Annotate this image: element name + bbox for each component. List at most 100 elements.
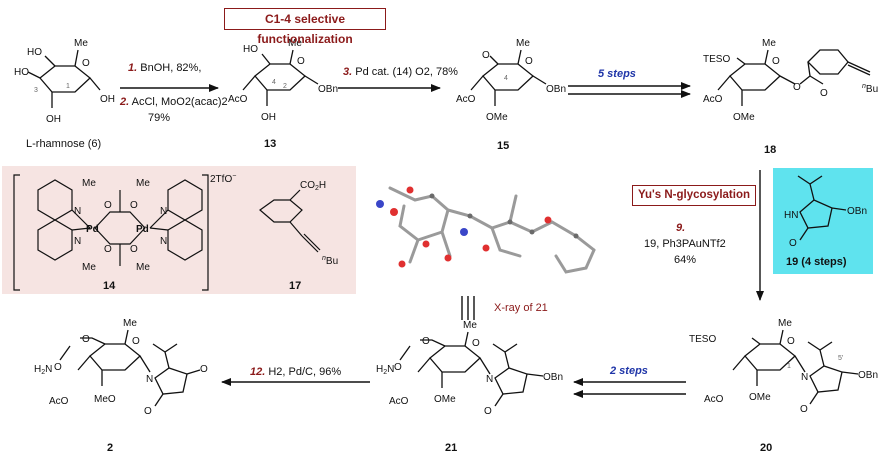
svg-text:MeO: MeO <box>94 394 116 405</box>
svg-text:Me: Me <box>136 178 150 189</box>
structure-18 <box>717 49 871 106</box>
structure-13 <box>242 49 319 106</box>
svg-text:N: N <box>486 374 493 385</box>
svg-text:N: N <box>74 236 81 247</box>
compound-2-label: 2 <box>107 442 114 454</box>
structure-19 <box>797 175 847 241</box>
svg-text:Me: Me <box>74 38 88 49</box>
step-1-text: BnOH, 82%, <box>140 62 202 74</box>
svg-text:Me: Me <box>778 318 792 329</box>
svg-text:nBu: nBu <box>862 83 878 95</box>
svg-text:O: O <box>472 338 480 349</box>
svg-text:O: O <box>422 336 430 347</box>
svg-text:OH: OH <box>46 114 61 125</box>
scheme-title: C1-4 selective functionalization <box>224 8 386 46</box>
step-3-text: Pd cat. (14) O2, 78% <box>355 66 458 78</box>
structure-15 <box>470 49 547 106</box>
svg-text:OMe: OMe <box>733 112 755 123</box>
step-2-conditions: 2. AcCl, MoO2(acac)2 <box>120 96 228 108</box>
svg-text:Me: Me <box>762 38 776 49</box>
svg-text:HO: HO <box>243 44 258 55</box>
xray-label: X-ray of 21 <box>494 302 548 314</box>
svg-text:N: N <box>74 206 81 217</box>
svg-text:nBu: nBu <box>322 255 338 267</box>
svg-text:HO: HO <box>27 47 42 58</box>
svg-text:O: O <box>525 56 533 67</box>
compound-20-label: 20 <box>760 442 773 454</box>
step-12-text: H2, Pd/C, 96% <box>268 366 342 378</box>
svg-text:OH: OH <box>261 112 276 123</box>
svg-text:AcO: AcO <box>389 396 409 407</box>
svg-text:TESO: TESO <box>703 54 730 65</box>
svg-text:O: O <box>772 56 780 67</box>
svg-text:OMe: OMe <box>434 394 456 405</box>
structure-17 <box>259 189 321 253</box>
step-3-conditions: 3. Pd cat. (14) O2, 78% <box>343 66 458 78</box>
svg-text:TESO: TESO <box>689 334 716 345</box>
svg-text:Me: Me <box>82 262 96 273</box>
step-2-text: AcCl, MoO2(acac)2 <box>131 96 228 108</box>
structure-2 <box>59 329 201 407</box>
compound-6-label: L-rhamnose (6) <box>26 138 102 150</box>
svg-text:H2N: H2N <box>34 364 52 376</box>
five-steps-label: 5 steps <box>598 68 636 80</box>
svg-text:HN: HN <box>784 210 798 221</box>
svg-text:2: 2 <box>283 83 287 90</box>
svg-text:OBn: OBn <box>546 84 566 95</box>
svg-text:O: O <box>820 88 828 99</box>
step-9-yield: 64% <box>674 254 697 266</box>
svg-text:AcO: AcO <box>228 94 248 105</box>
svg-text:O: O <box>789 238 797 249</box>
svg-text:4: 4 <box>272 79 276 86</box>
svg-text:OBn: OBn <box>318 84 338 95</box>
svg-text:Pd: Pd <box>86 224 99 235</box>
svg-text:2TfO−: 2TfO− <box>210 173 236 185</box>
svg-text:O: O <box>394 362 402 373</box>
svg-text:O: O <box>484 406 492 417</box>
step-9-text: 19, Ph3PAuNTf2 <box>644 238 726 250</box>
structure-14 <box>13 174 209 291</box>
compound-18-label: 18 <box>764 144 777 156</box>
svg-text:AcO: AcO <box>703 94 723 105</box>
svg-text:HO: HO <box>14 67 29 78</box>
svg-text:O: O <box>787 336 795 347</box>
svg-text:N: N <box>801 372 808 383</box>
step-1-number: 1. <box>128 62 138 74</box>
svg-text:OBn: OBn <box>543 372 563 383</box>
svg-text:O: O <box>82 334 90 345</box>
svg-text:O: O <box>800 404 808 415</box>
svg-text:Pd: Pd <box>136 224 149 235</box>
step-9-number: 9. <box>676 222 686 234</box>
svg-text:O: O <box>104 200 112 211</box>
step-12-conditions: 12. H2, Pd/C, 96% <box>250 366 341 378</box>
step-2-number: 2. <box>120 96 130 108</box>
compound-19-label: 19 (4 steps) <box>786 256 847 268</box>
step-3-number: 3. <box>343 66 353 78</box>
svg-text:AcO: AcO <box>456 94 476 105</box>
compound-14-label: 14 <box>103 280 116 292</box>
svg-text:Me: Me <box>123 318 137 329</box>
svg-text:Me: Me <box>136 262 150 273</box>
structure-20 <box>732 329 859 405</box>
two-steps-label: 2 steps <box>610 365 648 377</box>
svg-text:H2N: H2N <box>376 364 394 376</box>
svg-text:N: N <box>160 206 167 217</box>
structure-21 <box>399 331 544 407</box>
svg-text:O: O <box>793 82 801 93</box>
svg-text:OH: OH <box>100 94 115 105</box>
equivalence-mark <box>461 296 475 320</box>
svg-text:Me: Me <box>463 320 477 331</box>
svg-text:AcO: AcO <box>704 394 724 405</box>
compound-17-label: 17 <box>289 280 302 292</box>
svg-text:1: 1 <box>787 363 791 370</box>
svg-text:N: N <box>160 236 167 247</box>
svg-text:O: O <box>482 50 490 61</box>
svg-text:O: O <box>200 364 208 375</box>
svg-text:N: N <box>146 374 153 385</box>
svg-text:5': 5' <box>838 355 843 362</box>
svg-text:AcO: AcO <box>49 396 69 407</box>
svg-text:Me: Me <box>288 38 302 49</box>
svg-text:OMe: OMe <box>749 392 771 403</box>
yu-glycosylation-title: Yu's N-glycosylation <box>632 185 756 206</box>
svg-text:O: O <box>130 244 138 255</box>
